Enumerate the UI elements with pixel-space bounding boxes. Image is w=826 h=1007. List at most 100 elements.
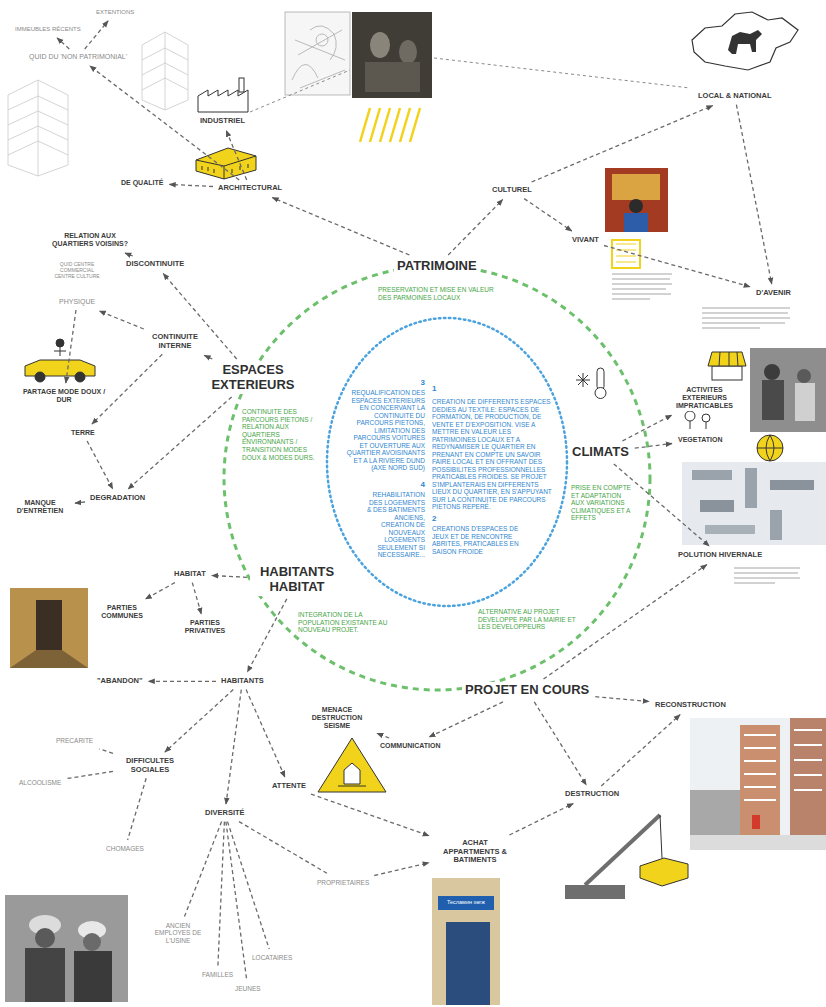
- node-text: EXTENTIONS: [96, 9, 134, 16]
- node-text: PROJET EN COURS: [465, 683, 589, 698]
- taxi-icon: [35, 372, 45, 382]
- street-photo: [795, 383, 815, 421]
- weaver-photo: [612, 174, 660, 200]
- node-text: INDUSTRIEL: [200, 117, 245, 126]
- node-text: CHOMAGES: [106, 845, 144, 852]
- tree-icon: [702, 414, 710, 422]
- ball-icon: [757, 435, 783, 461]
- node-text: MENACE DESTRUCTION SEISME: [303, 706, 371, 730]
- topic-label: CULTUREL: [490, 185, 534, 196]
- aerial-photo: [770, 480, 814, 490]
- housing-photo: [752, 815, 760, 829]
- topic-label: PARTIES COMMUNES: [92, 603, 152, 621]
- node-text: ANCIEN EMPLOYES DE L'USINE: [147, 922, 209, 944]
- node-text: VIVANT: [572, 236, 599, 245]
- sketch-drawing: [285, 12, 350, 95]
- dashed-connector: [192, 583, 201, 614]
- callout-number: 1: [432, 384, 452, 393]
- topic-label: LOCATAIRES: [250, 953, 294, 962]
- topic-label: HABITANTS: [219, 676, 266, 687]
- node-text: LOCAL & NATIONAL: [698, 92, 771, 101]
- corridor-photo: [10, 588, 88, 668]
- node-text: "ABANDON": [97, 677, 142, 686]
- node-text: COMMUNICATION: [380, 742, 441, 750]
- topic-label: ARCHITECTURAL: [216, 183, 284, 194]
- topic-label: RECONSTRUCTION: [653, 700, 728, 711]
- theme-label: HABITANTS HABITAT: [250, 564, 344, 596]
- dashed-connector: [67, 771, 113, 778]
- door-photo: [432, 878, 500, 1005]
- topic-label: DIFFICULTES SOCIALES: [116, 756, 184, 775]
- aerial-photo: [705, 525, 755, 534]
- topic-label: HABITAT: [172, 569, 208, 580]
- taxi-icon: [56, 339, 64, 347]
- node-text: QUID DU 'NON PATRIMONIAL': [29, 53, 127, 61]
- dashed-connector: [377, 733, 389, 738]
- crane-icon: [565, 885, 625, 899]
- building-sketch: [142, 32, 188, 110]
- mongolia-map: [692, 12, 798, 70]
- weaver-photo: [629, 199, 643, 213]
- yellow-frame-icon: [612, 240, 640, 268]
- node-text: PARTIES COMMUNES: [94, 604, 150, 620]
- topic-label: PHYSIQUE: [57, 297, 97, 307]
- node-text: DIVERSITÉ: [205, 809, 245, 818]
- dashed-connector: [128, 397, 232, 489]
- topic-label: ANCIEN EMPLOYES DE L'USINE: [145, 921, 211, 945]
- node-text: HABITAT: [174, 570, 206, 579]
- tree-icon: [685, 411, 710, 429]
- weaver-photo: [605, 168, 668, 232]
- street-photo: [764, 364, 780, 380]
- textile-hatch: [360, 108, 420, 142]
- historic-photo: [370, 32, 390, 58]
- crane-icon: [660, 815, 662, 858]
- callout-number: 4: [363, 480, 425, 489]
- yellow-building-icon: [196, 148, 256, 179]
- proposal-text: CREATION DE DIFFERENTS ESPACES DEDIES AU…: [432, 398, 552, 511]
- topic-label: EXTENTIONS: [94, 8, 136, 17]
- residents-photo: [5, 895, 128, 1002]
- dashed-connector: [736, 105, 771, 284]
- callout-number: 3: [345, 378, 425, 387]
- dashed-connector: [57, 38, 69, 49]
- residents-photo: [5, 895, 128, 1002]
- topic-label: PRECARITE: [54, 736, 95, 745]
- taxi-icon: [54, 347, 66, 356]
- objective-note: PRISE EN COMPTE ET ADAPTATION AUX VARIAT…: [571, 484, 633, 522]
- node-text: RELATION AUX QUARTIERS VOISINS?: [50, 232, 130, 248]
- seismic-warning-icon: [318, 738, 386, 792]
- topic-label: VIVANT: [570, 235, 601, 246]
- aerial-photo: [770, 510, 782, 540]
- dashed-connector: [204, 355, 212, 359]
- taxi-icon: [25, 339, 95, 382]
- factory-icon: [198, 78, 248, 112]
- objective-note: PRESERVATION ET MISE EN VALEUR DES PARMO…: [378, 286, 508, 301]
- sign-text: Тесламин хөгж: [440, 899, 492, 905]
- topic-label: DISCONTINUITE: [124, 259, 186, 270]
- housing-photo: [690, 835, 826, 850]
- dashed-connector: [595, 697, 649, 702]
- mongolia-map: [728, 30, 762, 54]
- tree-icon: [706, 422, 707, 429]
- street-photo: [762, 380, 784, 420]
- residents-photo: [74, 951, 112, 1002]
- paragraph-placeholder: [702, 308, 790, 328]
- objective-note: CONTINUITE DES PARCOURS PIETONS / RELATI…: [242, 408, 320, 461]
- node-text: FAMILLES: [202, 971, 233, 978]
- dashed-connector: [635, 444, 672, 449]
- housing-photo: [740, 725, 780, 835]
- small-note: QUID CENTRE COMMERCIAL CENTRE CULTURE: [52, 262, 102, 280]
- node-text: CULTUREL: [492, 186, 532, 195]
- topic-label: MANQUE D'ENTRETIEN: [9, 498, 71, 516]
- topic-label: IMMEUBLES RÉCENTS: [13, 25, 83, 34]
- housing-photo: [690, 718, 826, 850]
- aerial-photo: [682, 462, 826, 545]
- dashed-connector: [311, 794, 429, 836]
- yellow-building-icon: [196, 156, 256, 179]
- housing-photo: [744, 730, 822, 800]
- node-text: DIFFICULTES SOCIALES: [118, 757, 182, 774]
- aerial-photo: [692, 470, 732, 480]
- dashed-connector: [246, 690, 285, 777]
- proposal-text: CREATIONS D'ESPACES DE JEUX ET DE RENCON…: [432, 525, 527, 555]
- dashed-connector: [509, 804, 573, 835]
